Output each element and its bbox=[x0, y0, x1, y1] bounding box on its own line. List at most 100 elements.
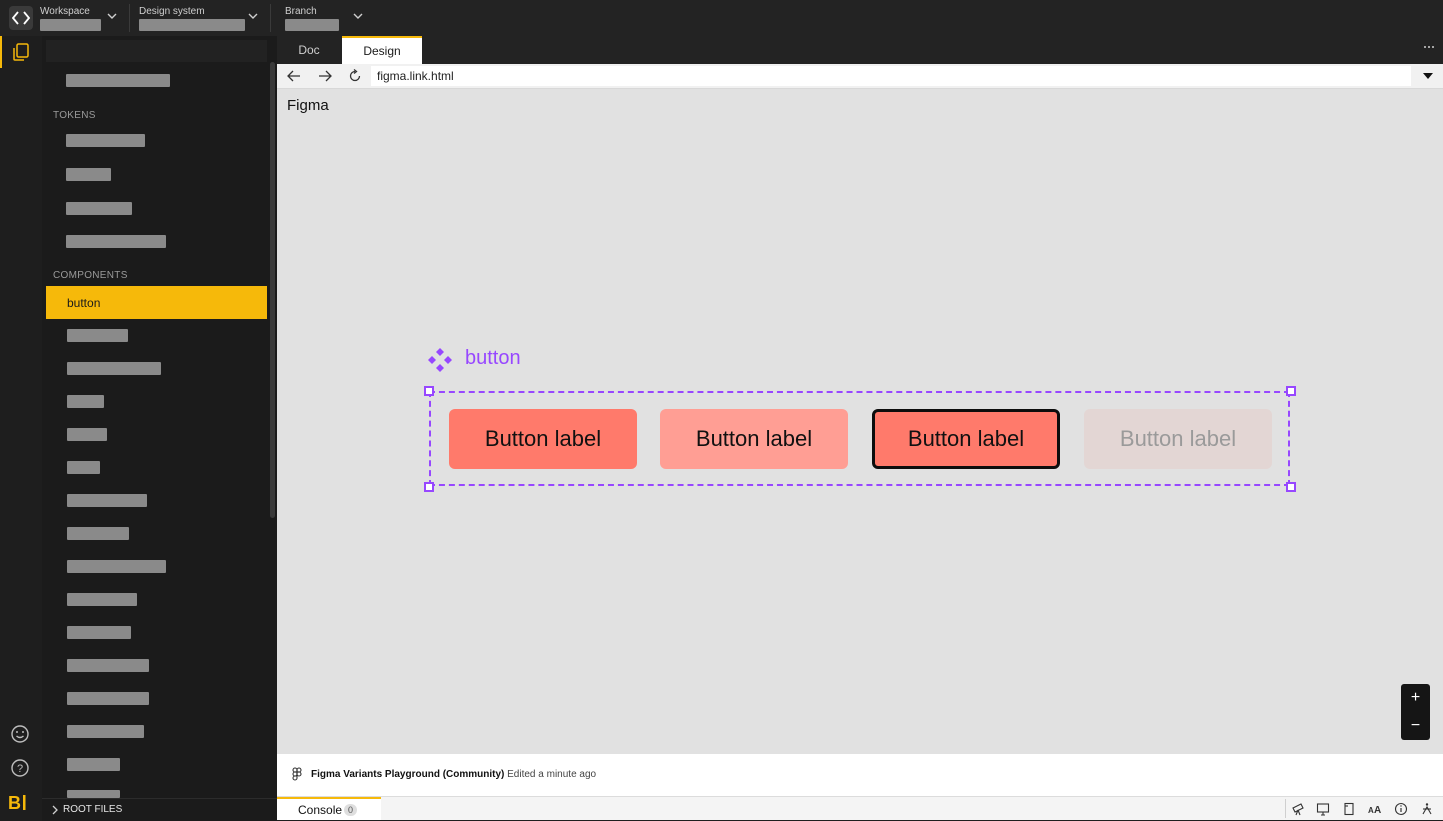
sidebar-item-redacted[interactable] bbox=[67, 329, 128, 342]
console-label: Console bbox=[298, 803, 343, 817]
component-name-label[interactable]: button bbox=[465, 347, 521, 369]
button-variant-disabled[interactable]: Button label bbox=[1084, 409, 1272, 469]
code-brackets-icon bbox=[12, 11, 30, 25]
design-system-value-redacted bbox=[139, 19, 245, 31]
figma-logo bbox=[290, 767, 304, 783]
sidebar-item-redacted[interactable] bbox=[67, 790, 120, 798]
back-button[interactable] bbox=[283, 64, 305, 88]
help-icon: ? bbox=[11, 759, 29, 777]
sidebar-item-redacted[interactable] bbox=[66, 74, 170, 87]
component-icon bbox=[427, 347, 453, 373]
more-options-button[interactable] bbox=[1418, 38, 1440, 60]
sidebar-item-redacted[interactable] bbox=[67, 395, 104, 408]
accessibility-button[interactable] bbox=[1416, 799, 1438, 818]
viewport-button[interactable] bbox=[1312, 799, 1334, 818]
chevron-down-icon bbox=[248, 13, 258, 19]
zoom-out-button[interactable]: − bbox=[1410, 717, 1421, 734]
sidebar-item-redacted[interactable] bbox=[67, 758, 120, 771]
sidebar-item-redacted[interactable] bbox=[67, 362, 161, 375]
svg-text:?: ? bbox=[17, 763, 23, 775]
telescope-button[interactable] bbox=[1287, 799, 1309, 818]
tab-bar bbox=[277, 36, 1443, 64]
sidebar-item-redacted[interactable] bbox=[67, 428, 107, 441]
branch-selector[interactable]: Branch bbox=[285, 0, 365, 36]
smiley-icon bbox=[11, 725, 29, 743]
button-variant-hover[interactable]: Button label bbox=[660, 409, 848, 469]
forward-button[interactable] bbox=[314, 64, 336, 88]
sidebar-item-redacted[interactable] bbox=[67, 593, 137, 606]
arrow-right-icon bbox=[319, 70, 332, 82]
root-files-toggle[interactable]: ROOT FILES bbox=[42, 798, 277, 821]
file-info: Figma Variants Playground (Community) Ed… bbox=[311, 769, 596, 780]
arrow-left-icon bbox=[287, 70, 300, 82]
sidebar-item-redacted[interactable] bbox=[67, 659, 149, 672]
info-icon bbox=[1394, 802, 1408, 815]
url-text: figma.link.html bbox=[377, 69, 454, 83]
reload-button[interactable] bbox=[344, 64, 366, 88]
files-nav-button[interactable] bbox=[10, 41, 32, 63]
design-system-label: Design system bbox=[139, 6, 205, 17]
workspace-selector[interactable]: Workspace bbox=[40, 0, 122, 36]
sidebar-item-redacted[interactable] bbox=[67, 692, 149, 705]
caret-down-icon bbox=[1423, 73, 1433, 79]
reload-icon bbox=[349, 69, 361, 82]
sidebar-item-redacted[interactable] bbox=[67, 626, 131, 639]
svg-text:A: A bbox=[1368, 806, 1374, 815]
tab-doc[interactable]: Doc bbox=[298, 43, 320, 57]
sidebar-item-redacted[interactable] bbox=[67, 461, 100, 474]
sidebar-item-redacted[interactable] bbox=[66, 134, 145, 147]
file-info-bar bbox=[277, 754, 1443, 797]
sidebar-search-field[interactable] bbox=[46, 40, 267, 62]
resize-handle-top-right[interactable] bbox=[1286, 386, 1296, 396]
figma-icon bbox=[292, 767, 302, 781]
sidebar-item-redacted[interactable] bbox=[66, 168, 111, 181]
resize-handle-bottom-right[interactable] bbox=[1286, 482, 1296, 492]
url-input[interactable]: figma.link.html bbox=[371, 66, 1411, 86]
info-button[interactable] bbox=[1390, 799, 1412, 818]
component-set-frame[interactable] bbox=[429, 391, 1290, 486]
left-rail bbox=[0, 36, 43, 820]
sidebar-item-label: button bbox=[67, 296, 101, 310]
document-button[interactable] bbox=[1338, 799, 1360, 818]
app-logo-button[interactable] bbox=[9, 6, 33, 30]
rail-active-indicator bbox=[0, 36, 2, 68]
svg-text:B: B bbox=[8, 793, 21, 812]
divider bbox=[270, 4, 271, 32]
chevron-right-icon bbox=[52, 805, 58, 815]
brand-logo-icon: B bbox=[8, 793, 26, 813]
design-system-selector[interactable]: Design system bbox=[139, 0, 263, 36]
resize-handle-bottom-left[interactable] bbox=[424, 482, 434, 492]
feedback-button[interactable] bbox=[9, 723, 31, 745]
edited-time: Edited a minute ago bbox=[507, 769, 597, 780]
tab-design[interactable]: Design bbox=[342, 36, 422, 64]
resize-handle-top-left[interactable] bbox=[424, 386, 434, 396]
sidebar-item-button[interactable]: button bbox=[46, 286, 267, 319]
help-button[interactable]: ? bbox=[9, 757, 31, 779]
brand-logo: B bbox=[8, 792, 32, 813]
sidebar-item-redacted[interactable] bbox=[66, 235, 166, 248]
sidebar-item-redacted[interactable] bbox=[67, 560, 166, 573]
console-tab[interactable]: Console 0 bbox=[277, 797, 381, 820]
sidebar-item-redacted[interactable] bbox=[67, 725, 144, 738]
button-variant-focused[interactable]: Button label bbox=[872, 409, 1060, 469]
divider bbox=[129, 4, 130, 32]
monitor-icon bbox=[1316, 802, 1330, 816]
sidebar-scrollbar[interactable] bbox=[270, 62, 275, 518]
components-heading: COMPONENTS bbox=[53, 270, 128, 281]
root-files-label: ROOT FILES bbox=[63, 804, 123, 815]
sidebar-item-redacted[interactable] bbox=[66, 202, 132, 215]
button-variant-default[interactable]: Button label bbox=[449, 409, 637, 469]
zoom-controls: + − bbox=[1401, 684, 1430, 740]
workspace-label: Workspace bbox=[40, 6, 90, 17]
chevron-down-icon bbox=[107, 13, 117, 19]
url-dropdown-button[interactable] bbox=[1418, 64, 1438, 88]
zoom-in-button[interactable]: + bbox=[1410, 689, 1421, 706]
file-name[interactable]: Figma Variants Playground (Community) bbox=[311, 769, 505, 780]
sidebar-item-redacted[interactable] bbox=[67, 527, 129, 540]
document-icon bbox=[1344, 802, 1354, 815]
sidebar-item-redacted[interactable] bbox=[67, 494, 147, 507]
canvas-title: Figma bbox=[287, 97, 329, 114]
component-diamond-icon bbox=[428, 348, 452, 372]
